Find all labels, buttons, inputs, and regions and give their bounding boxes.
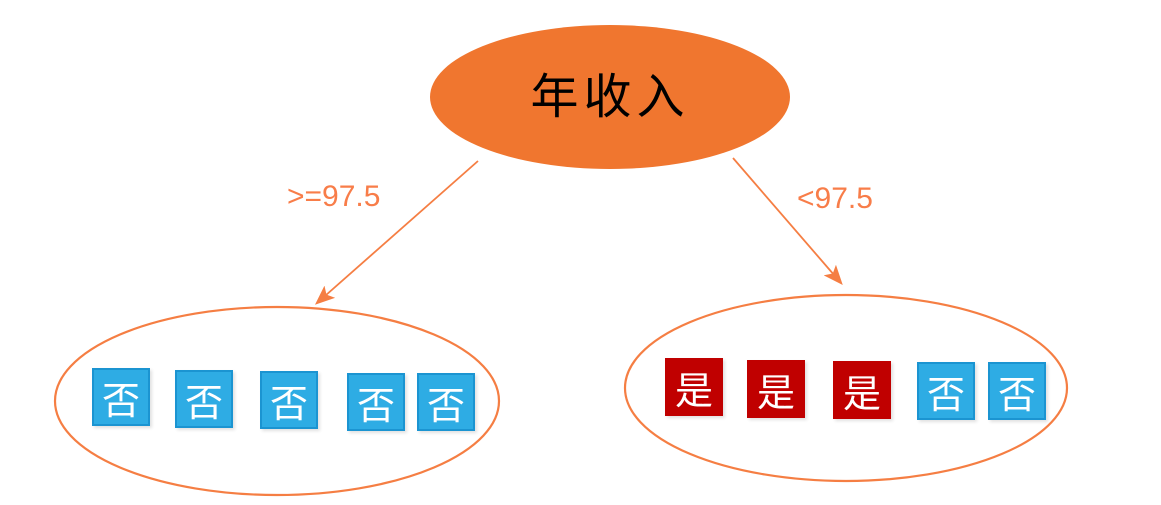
leaf-sample-no: 否 [92,368,150,426]
leaf-sample-yes: 是 [833,361,891,419]
root-node-label: 年收入 [530,69,690,125]
leaf-sample-no: 否 [175,370,233,428]
leaf-sample-no: 否 [988,362,1046,420]
right-branch-condition: <97.5 [797,182,873,215]
root-node-ellipse [430,25,790,169]
leaf-sample-yes: 是 [747,360,805,418]
left-branch-condition: >=97.5 [287,180,381,213]
leaf-sample-no: 否 [417,373,475,431]
leaf-sample-no: 否 [347,373,405,431]
left-branch-arrow [314,160,479,305]
leaf-sample-no: 否 [260,371,318,429]
leaf-sample-no: 否 [917,362,975,420]
right-leaf-ellipse [623,293,1069,483]
right-branch-arrow [732,157,843,286]
leaf-sample-yes: 是 [665,358,723,416]
left-leaf-ellipse [53,305,501,497]
